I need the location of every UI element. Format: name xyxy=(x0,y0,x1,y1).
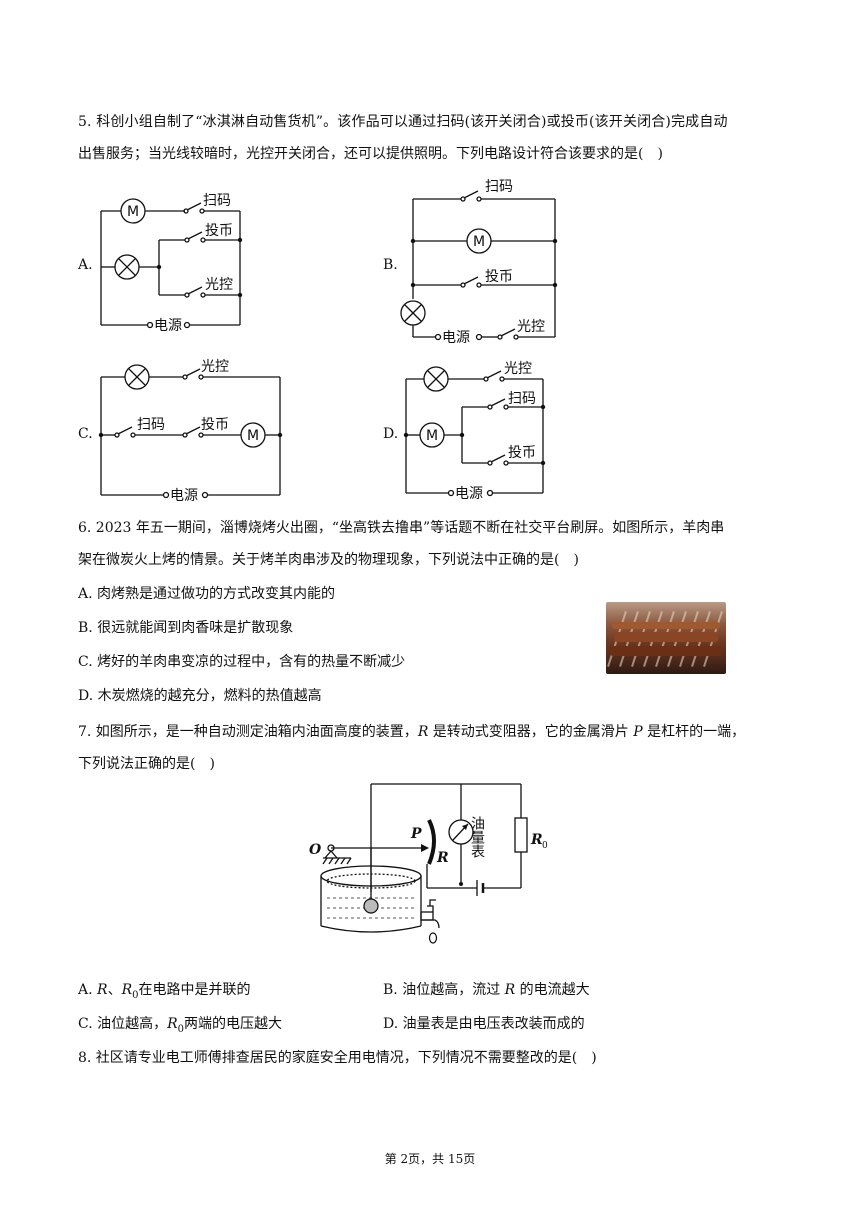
svg-text:电源: 电源 xyxy=(154,318,182,334)
svg-text:扫码: 扫码 xyxy=(203,193,231,209)
q7-option-a[interactable]: A. R、R0在电路中是并联的 xyxy=(78,982,251,1001)
svg-text:电源: 电源 xyxy=(455,486,483,502)
float-icon xyxy=(363,898,379,914)
svg-text:光控: 光控 xyxy=(201,359,229,375)
svg-text:M: M xyxy=(247,428,259,444)
q7-option-c[interactable]: C. 油位越高，R0两端的电压越大 xyxy=(78,1016,283,1035)
svg-text:投币: 投币 xyxy=(201,417,229,433)
svg-text:扫码: 扫码 xyxy=(137,417,165,433)
q7-oil-gauge-figure: 油量表 R 0 R P O xyxy=(309,783,548,944)
q6-line-1: 6. 2023 年五一期间，淄博烧烤火出圈，“坐高铁去撸串”等话题不断在社交平台… xyxy=(78,520,725,536)
q6-option-d[interactable]: D. 木炭燃烧的越充分，燃料的热值越高 xyxy=(78,688,322,704)
svg-text:投币: 投币 xyxy=(508,445,536,461)
q5-option-a-label: A. xyxy=(78,257,93,273)
page-footer: 第 2页，共 15页 xyxy=(384,1152,476,1166)
q5-line-1: 5. 科创小组自制了“冰淇淋自动售货机”。该作品可以通过扫码(该开关闭合)或投币… xyxy=(78,114,728,130)
svg-text:油量表: 油量表 xyxy=(469,816,485,858)
q6-option-c[interactable]: C. 烤好的羊肉串变凉的过程中，含有的热量不断减少 xyxy=(78,654,406,670)
svg-text:电源: 电源 xyxy=(442,330,470,346)
lamb-skewer-photo xyxy=(606,602,726,674)
svg-text:扫码: 扫码 xyxy=(508,391,536,407)
svg-text:0: 0 xyxy=(542,841,548,851)
q6-line-2: 架在微炭火上烤的情景。关于烤羊肉串涉及的物理现象，下列说法中正确的是( ) xyxy=(78,552,579,568)
svg-text:M: M xyxy=(426,428,438,444)
svg-text:投币: 投币 xyxy=(485,269,513,285)
q5-circuit-b: 扫码 M 投币 电源 光控 xyxy=(400,179,558,346)
svg-text:投币: 投币 xyxy=(205,223,233,239)
q6-option-b[interactable]: B. 很远就能闻到肉香味是扩散现象 xyxy=(78,620,294,636)
q5-option-b-label: B. xyxy=(383,257,398,273)
q7-option-d[interactable]: D. 油量表是由电压表改装而成的 xyxy=(383,1016,585,1032)
q7-option-b[interactable]: B. 油位越高，流过 R 的电流越大 xyxy=(383,982,590,998)
svg-text:R: R xyxy=(436,850,449,866)
svg-text:R: R xyxy=(530,832,543,848)
q7-line-2: 下列说法正确的是( ) xyxy=(78,756,215,772)
q5-circuit-a: M 扫码 投币 光控 电源 xyxy=(100,193,243,334)
q7-line-1: 7. 如图所示，是一种自动测定油箱内油面高度的装置，R 是转动式变阻器，它的金属… xyxy=(78,724,746,740)
svg-text:光控: 光控 xyxy=(504,361,532,377)
q5-line-2: 出售服务；当光线较暗时，光控开关闭合，还可以提供照明。下列电路设计符合该要求的是… xyxy=(78,146,663,162)
svg-text:电源: 电源 xyxy=(170,488,198,504)
svg-text:P: P xyxy=(410,826,422,842)
svg-text:光控: 光控 xyxy=(517,319,545,335)
q5-circuit-d: 光控 M 扫码 投币 电源 xyxy=(403,361,546,502)
svg-text:扫码: 扫码 xyxy=(485,179,513,195)
svg-text:光控: 光控 xyxy=(205,277,233,293)
svg-text:M: M xyxy=(473,234,485,250)
q6-option-a[interactable]: A. 肉烤熟是通过做功的方式改变其内能的 xyxy=(78,586,336,602)
q8-line-1: 8. 社区请专业电工师傅排查居民的家庭安全用电情况，下列情况不需要整改的是( ) xyxy=(78,1050,597,1066)
q5-circuit-c: 光控 扫码 投币 M 电源 xyxy=(98,359,283,504)
svg-text:M: M xyxy=(127,204,139,220)
q5-option-c-label: C. xyxy=(78,426,93,442)
svg-text:O: O xyxy=(309,842,322,858)
q5-option-d-label: D. xyxy=(383,426,399,442)
